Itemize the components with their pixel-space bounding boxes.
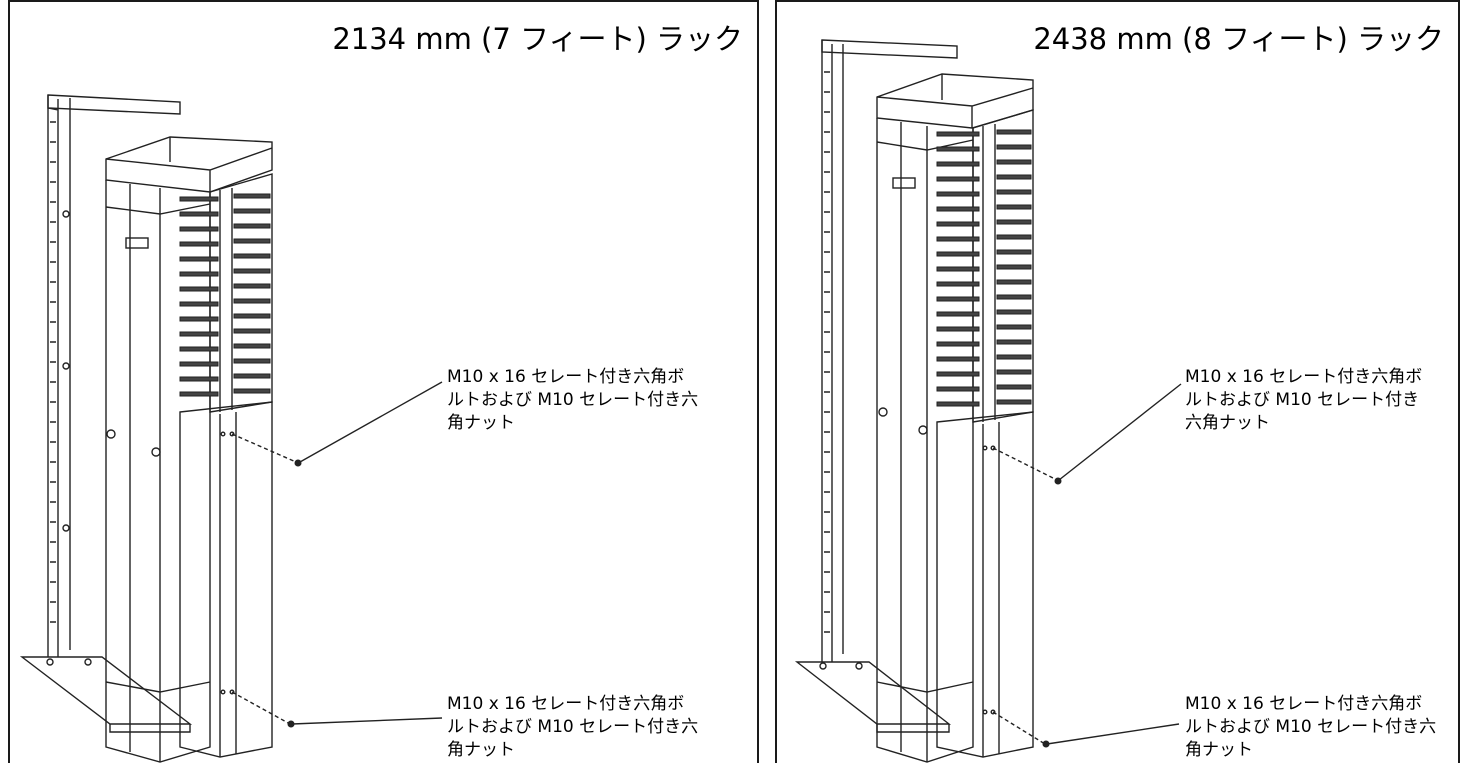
fastener-icon <box>287 459 302 728</box>
fastener-callout-lower: M10 x 16 セレート付き六角ボ ルトおよび M10 セレート付き六 角ナッ… <box>1185 694 1437 760</box>
panel-title: 2438 mm (8 フィート) ラック <box>1033 22 1444 56</box>
rack-illustration-7ft <box>19 94 443 763</box>
fastener-callout-lower: M10 x 16 セレート付き六角ボ ルトおよび M10 セレート付き六 角ナッ… <box>447 694 699 760</box>
fastener-callout-upper: M10 x 16 セレート付き六角ボ ルトおよび M10 セレート付き 六角ナッ… <box>1185 367 1423 433</box>
fastener-callout-upper: M10 x 16 セレート付き六角ボ ルトおよび M10 セレート付き六 角ナッ… <box>447 367 699 433</box>
fastener-icon <box>1042 477 1062 748</box>
diagram-panel-8ft: 2438 mm (8 フィート) ラック <box>775 0 1460 763</box>
rack-illustration-8ft <box>794 39 1182 763</box>
panel-title: 2134 mm (7 フィート) ラック <box>332 22 743 56</box>
diagram-panel-7ft: 2134 mm (7 フィート) ラック <box>8 0 759 763</box>
